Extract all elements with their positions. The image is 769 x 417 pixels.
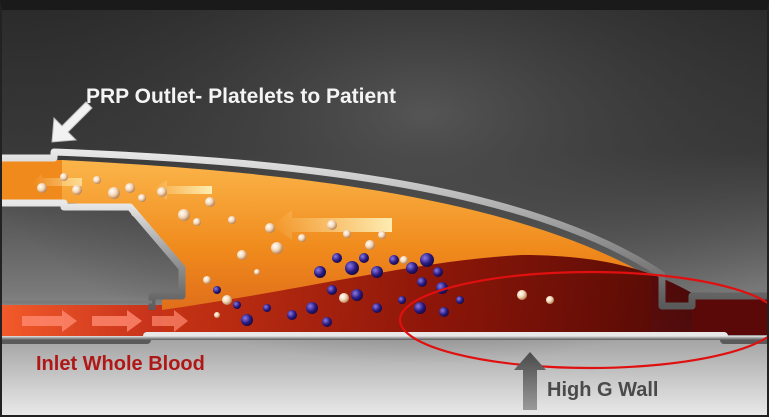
high-g-wall-label: High G Wall	[547, 379, 658, 402]
inlet-label: Inlet Whole Blood	[36, 353, 205, 376]
outlet-label: PRP Outlet- Platelets to Patient	[86, 85, 396, 109]
high-g-wall	[2, 336, 769, 340]
